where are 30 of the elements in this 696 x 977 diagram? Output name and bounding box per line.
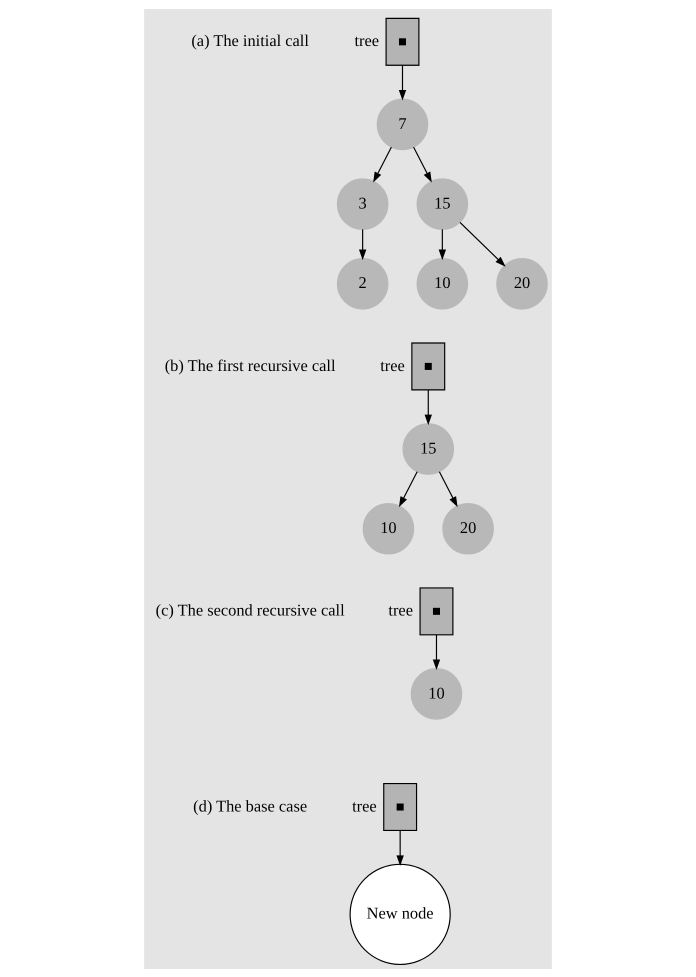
arrow (438, 470, 458, 507)
label: (c) The second recursive call (156, 600, 345, 620)
node-circle: 3 (336, 178, 388, 230)
node-circle: 20 (496, 258, 548, 310)
arrow (438, 228, 446, 260)
arrow (460, 222, 506, 266)
arrow (432, 634, 440, 670)
node-label: tree (388, 600, 413, 620)
label: (b) The first recursive call (164, 355, 336, 374)
arrow (358, 228, 366, 260)
node-circle: 7 (376, 98, 428, 150)
arrow (413, 146, 432, 182)
label: (a) The initial call (191, 30, 309, 50)
arrow (398, 64, 406, 100)
arrow (396, 830, 404, 866)
label: (d) The base case (193, 796, 308, 815)
node-label: tree (354, 30, 380, 50)
node-circle: 15 (416, 178, 468, 230)
node-circle: 2 (336, 258, 388, 310)
node-circle: 20 (442, 502, 494, 554)
node-circle: 10 (362, 502, 414, 554)
node-circle: 15 (402, 422, 454, 474)
arrow (373, 146, 392, 182)
node-label: tree (352, 796, 377, 815)
arrow (398, 470, 418, 507)
node-circle: New node (350, 863, 451, 965)
node-circle: 10 (416, 258, 468, 310)
node-label: tree (380, 355, 405, 374)
node-circle: 10 (410, 668, 462, 720)
arrow (424, 389, 432, 425)
